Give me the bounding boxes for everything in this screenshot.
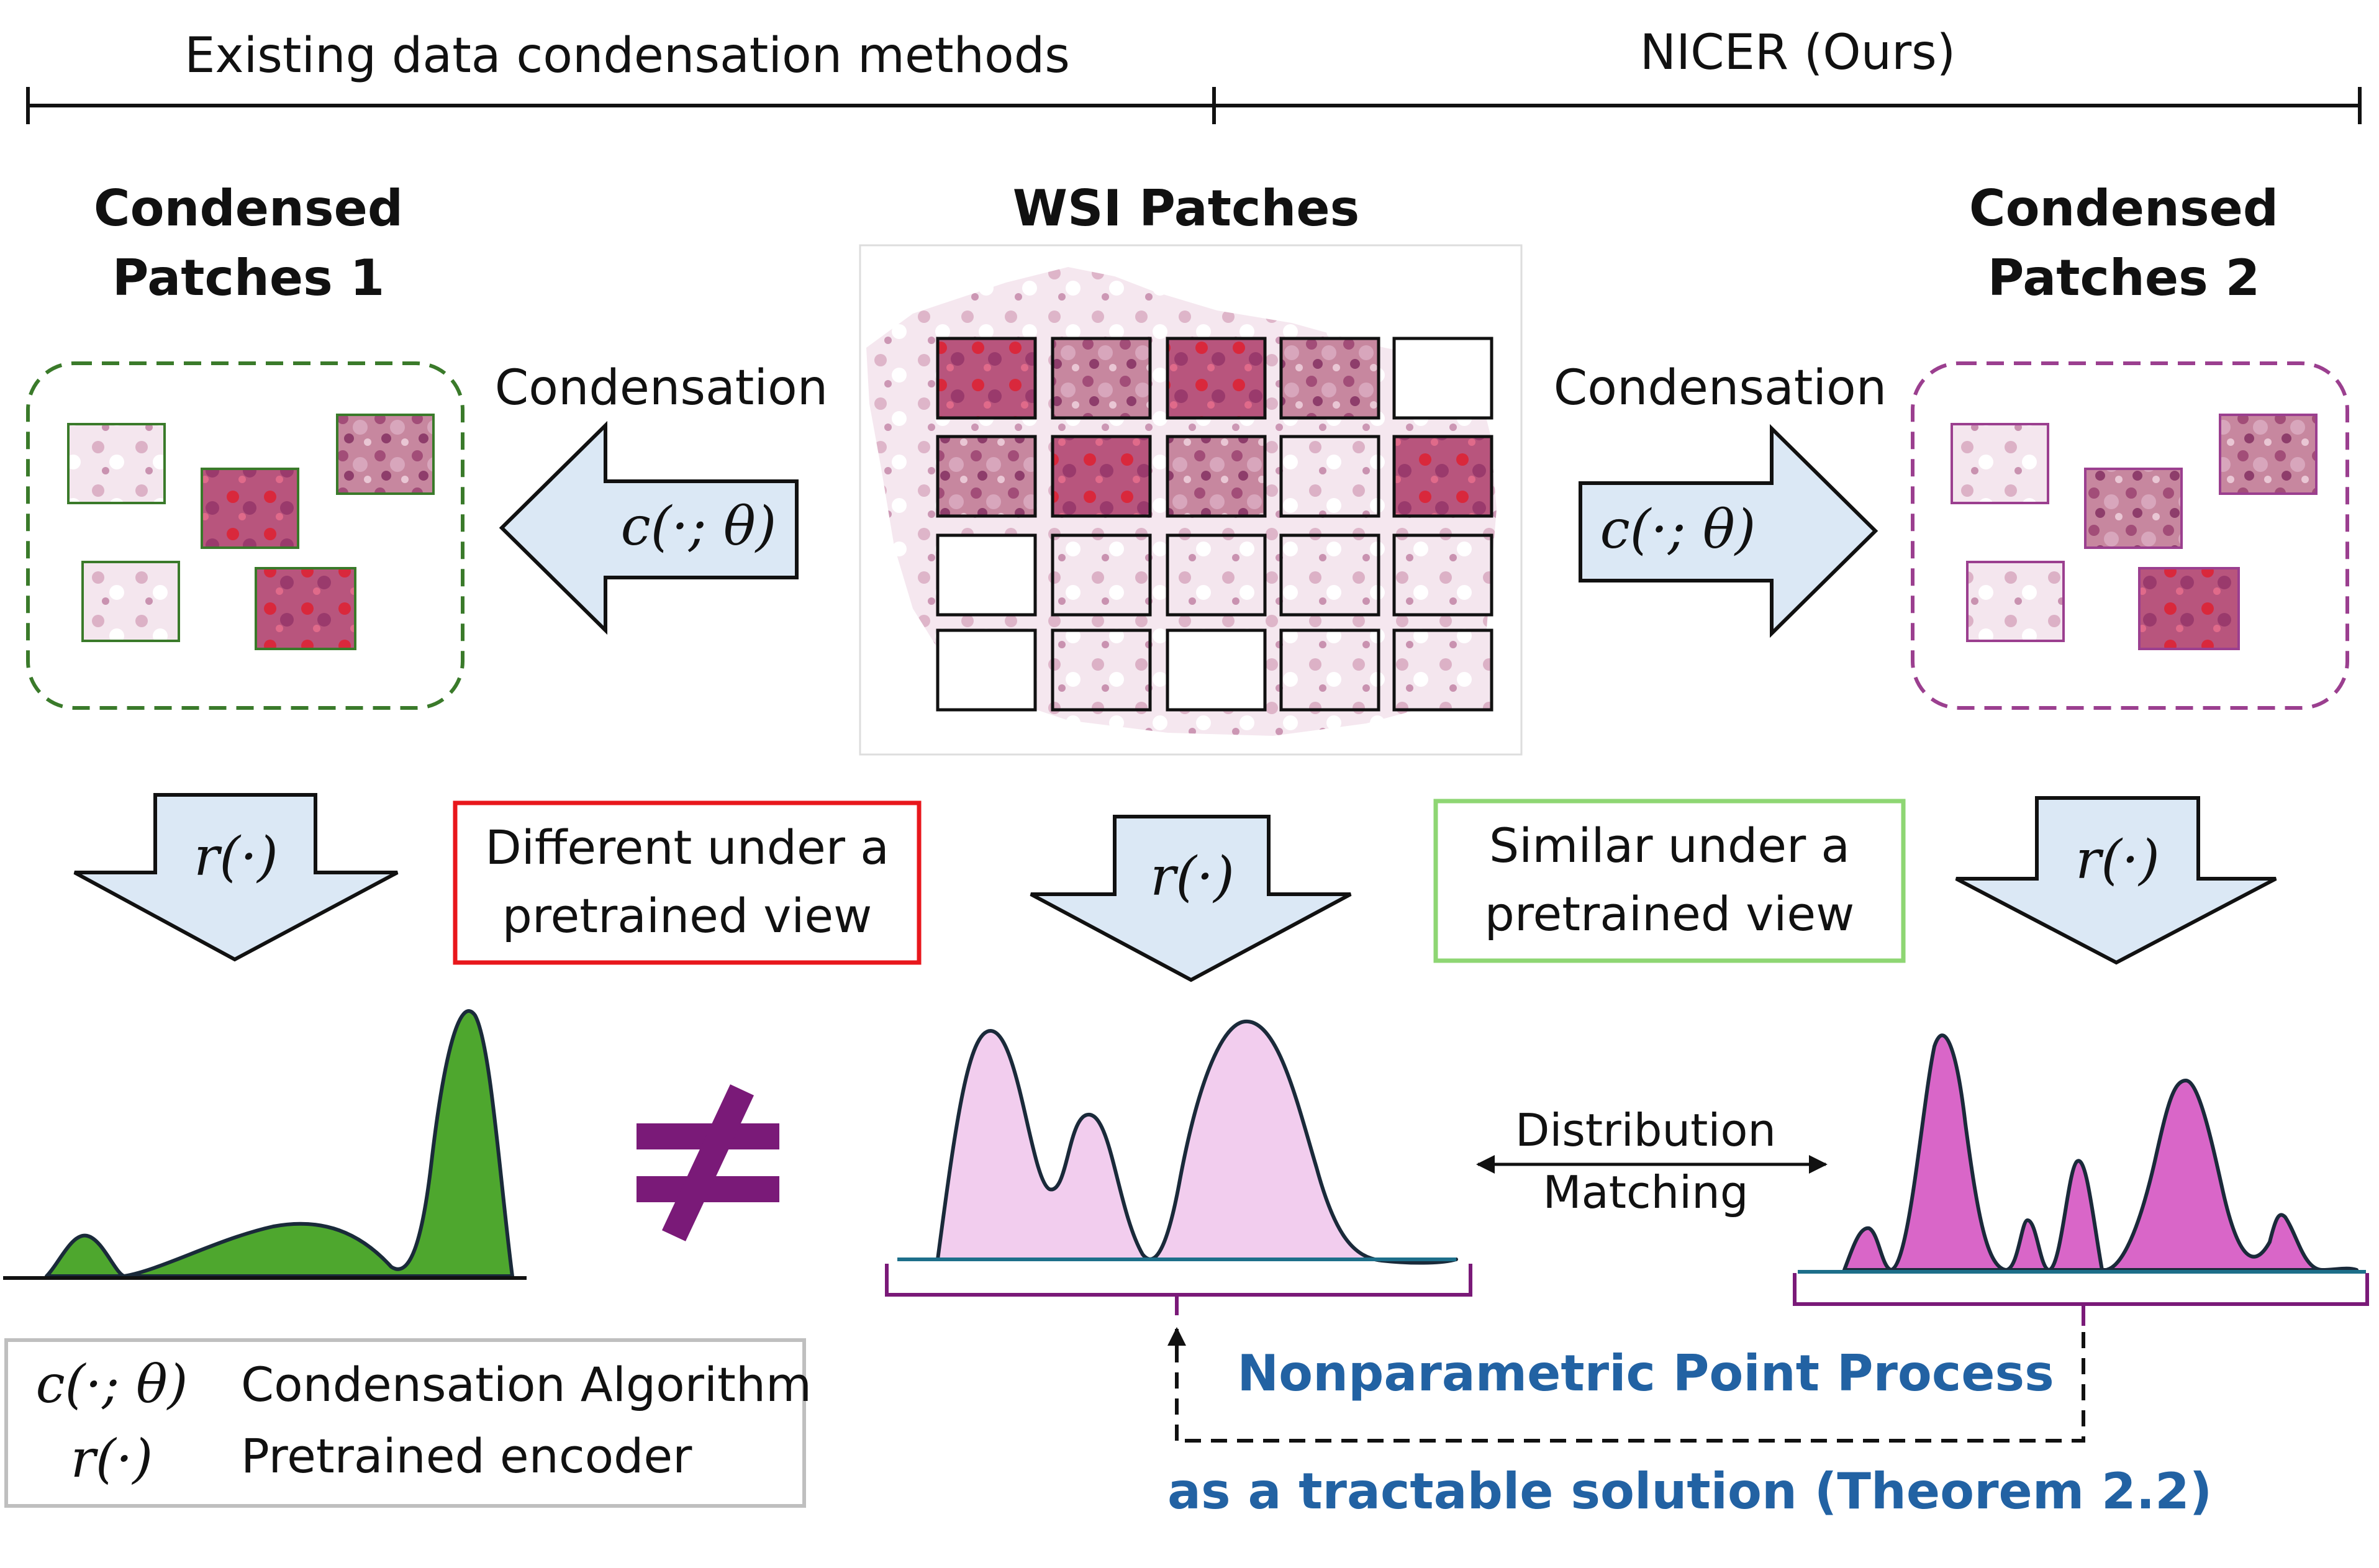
condensation-left-arrow xyxy=(499,420,799,635)
section-bracket xyxy=(26,87,2362,124)
tractable-solution-label: as a tractable solution (Theorem 2.2) xyxy=(1167,1462,2213,1520)
point-process-label: Nonparametric Point Process xyxy=(1237,1344,2054,1402)
condensed-2-patches xyxy=(1951,414,2318,650)
distribution-matching-label: Distribution Matching xyxy=(1484,1099,1807,1223)
similar-line-2: pretrained view xyxy=(1484,886,1855,941)
wsi-heading: WSI Patches xyxy=(1012,179,1360,237)
different-box xyxy=(453,800,922,965)
encoder-fn-right: r(·) xyxy=(2075,829,2160,891)
condense-fn-right: c(·; θ) xyxy=(1600,499,1756,561)
similar-label: Similar under a pretrained view xyxy=(1436,812,1903,948)
green-distribution xyxy=(45,1009,514,1278)
similar-box xyxy=(1433,799,1906,963)
encoder-fn-center: r(·) xyxy=(1150,846,1235,908)
legend-label-encoder: Pretrained encoder xyxy=(241,1428,692,1484)
different-label: Different under a pretrained view xyxy=(455,813,919,950)
legend-symbol-encoder: r(·) xyxy=(70,1428,153,1489)
condensed-1-heading-line-2: Patches 1 xyxy=(112,249,385,307)
encoder-fn-left: r(·) xyxy=(194,826,278,888)
condensed-1-heading-line-1: Condensed xyxy=(93,179,404,237)
different-line-1: Different under a xyxy=(485,820,889,875)
wsi-grid xyxy=(936,337,1493,712)
condensed-1-patches xyxy=(67,414,435,650)
different-line-2: pretrained view xyxy=(502,888,872,943)
condensed-1-container xyxy=(26,361,464,710)
condensation-right-label: Condensation xyxy=(1553,360,1887,416)
legend-box xyxy=(4,1338,806,1508)
magenta-distribution xyxy=(1842,1033,2359,1272)
distribution-matching-line-2: Matching xyxy=(1543,1166,1749,1218)
right-section-title: NICER (Ours) xyxy=(1639,25,1956,81)
legend-label-condense: Condensation Algorithm xyxy=(241,1357,812,1412)
condensed-2-container xyxy=(1911,361,2349,710)
not-equal-sign xyxy=(637,1084,779,1241)
encoder-arrow-right xyxy=(1955,796,2277,965)
condensed-2-heading-line-2: Patches 2 xyxy=(1987,249,2260,307)
condense-fn-left: c(·; θ) xyxy=(620,496,777,558)
condensation-right-arrow xyxy=(1579,424,1878,638)
center-brace xyxy=(885,1264,1472,1315)
distribution-matching-line-1: Distribution xyxy=(1515,1104,1777,1156)
encoder-arrow-center xyxy=(1030,815,1352,982)
condensed-2-heading: Condensed Patches 2 xyxy=(1937,174,2310,313)
left-section-title: Existing data condensation methods xyxy=(184,28,1070,84)
light-pink-distribution xyxy=(936,1019,1458,1265)
condensed-2-heading-line-1: Condensed xyxy=(1969,179,2279,237)
similar-line-1: Similar under a xyxy=(1489,818,1850,873)
encoder-arrow-left xyxy=(73,793,399,962)
right-brace xyxy=(1793,1273,2369,1326)
condensation-left-label: Condensation xyxy=(494,360,828,416)
condensed-1-heading: Condensed Patches 1 xyxy=(62,174,435,313)
legend-symbol-condense: c(·; θ) xyxy=(35,1354,188,1415)
